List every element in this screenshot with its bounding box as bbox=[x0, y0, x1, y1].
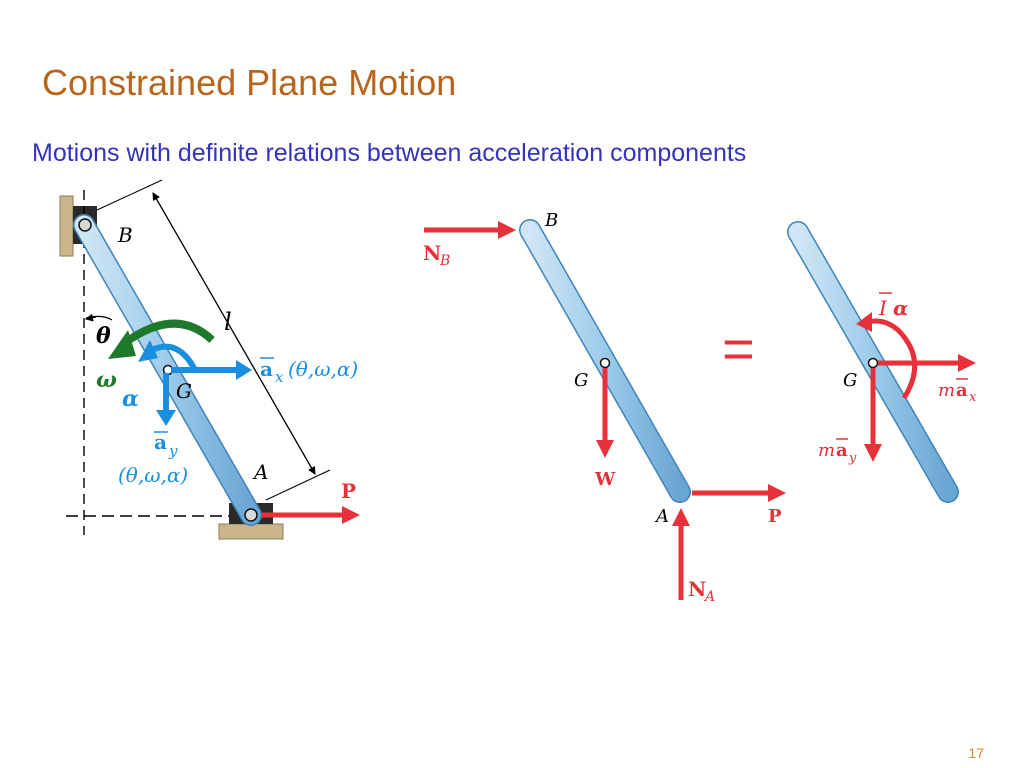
label-na: N bbox=[688, 577, 706, 601]
dimension-ext-top bbox=[96, 179, 163, 211]
i-alpha-symbol: α bbox=[893, 296, 908, 320]
pin-b bbox=[78, 218, 92, 232]
ay-args: (θ,ω,α) bbox=[118, 463, 188, 487]
label-g-kinetic: G bbox=[843, 370, 857, 391]
label-w: W bbox=[594, 469, 616, 490]
label-nb-sub: B bbox=[439, 253, 450, 269]
ax-subscript: x bbox=[275, 368, 284, 386]
label-g-left: G bbox=[176, 379, 192, 403]
label-nb: N bbox=[423, 241, 441, 265]
m-ay-arrowhead bbox=[864, 444, 882, 462]
center-g-fbd bbox=[599, 357, 611, 369]
ay-symbol: a bbox=[154, 430, 167, 454]
force-na-head bbox=[672, 508, 690, 526]
ax-args: (θ,ω,α) bbox=[288, 357, 358, 381]
m-ax-sub: x bbox=[969, 390, 977, 405]
omega-arrow bbox=[119, 319, 215, 349]
m-ay-sub: y bbox=[848, 451, 857, 466]
free-body-diagram: B G A N B W P N A bbox=[423, 210, 786, 605]
slide-title: Constrained Plane Motion bbox=[42, 62, 457, 103]
label-a-left: A bbox=[252, 460, 268, 484]
center-g-kinetic bbox=[867, 357, 879, 369]
force-w-head bbox=[596, 440, 614, 458]
label-i-alpha: I α bbox=[878, 292, 908, 320]
label-ax: a x (θ,ω,α) bbox=[260, 357, 358, 386]
dimension-ext-bottom bbox=[265, 469, 331, 501]
slide-subtitle: Motions with definite relations between … bbox=[32, 139, 747, 167]
m-ax-a: a bbox=[956, 380, 968, 401]
i-alpha-arrowhead bbox=[856, 312, 872, 332]
m-ay-a: a bbox=[836, 440, 848, 461]
ax-symbol: a bbox=[260, 357, 273, 381]
omega-arrowhead bbox=[108, 330, 136, 359]
label-theta: θ bbox=[96, 323, 111, 349]
left-figure: B A G l θ ω α a x (θ,ω,α) a y (θ,ω,α) P bbox=[59, 179, 360, 540]
theta-tick-left bbox=[85, 313, 97, 322]
label-ay: a y (θ,ω,α) bbox=[118, 430, 188, 487]
label-m-ax: m a x bbox=[938, 378, 977, 405]
i-alpha-arrow bbox=[867, 318, 918, 400]
ay-subscript: y bbox=[168, 442, 178, 460]
ax-arrowhead bbox=[236, 360, 252, 380]
label-g-fbd: G bbox=[574, 370, 588, 391]
i-symbol: I bbox=[878, 296, 888, 320]
ay-arrowhead bbox=[156, 410, 176, 426]
label-alpha: α bbox=[122, 386, 139, 412]
page-number: 17 bbox=[968, 745, 984, 761]
floor-support-a bbox=[218, 523, 284, 540]
label-omega: ω bbox=[96, 367, 117, 393]
equals-sign: = bbox=[722, 317, 755, 380]
label-length: l bbox=[224, 308, 232, 336]
label-b-fbd: B bbox=[544, 210, 558, 231]
label-m-ay: m a y bbox=[818, 438, 857, 466]
m-ax-m: m bbox=[938, 380, 955, 401]
label-p-fbd: P bbox=[768, 506, 782, 527]
label-b-left: B bbox=[117, 223, 133, 247]
m-ax-arrowhead bbox=[958, 354, 976, 372]
pin-a bbox=[244, 508, 258, 522]
force-p-left-head bbox=[342, 506, 360, 524]
alpha-arrowhead bbox=[138, 340, 158, 362]
wall-support-b bbox=[59, 195, 74, 257]
label-na-sub: A bbox=[703, 589, 715, 605]
label-a-fbd: A bbox=[654, 506, 669, 527]
force-nb-head bbox=[498, 221, 516, 239]
force-p-fbd-head bbox=[768, 484, 786, 502]
kinetic-diagram: G I α m a x m a y bbox=[787, 221, 977, 503]
m-ay-m: m bbox=[818, 440, 835, 461]
label-p-left: P bbox=[341, 479, 356, 503]
dimension-line-l bbox=[152, 192, 316, 475]
